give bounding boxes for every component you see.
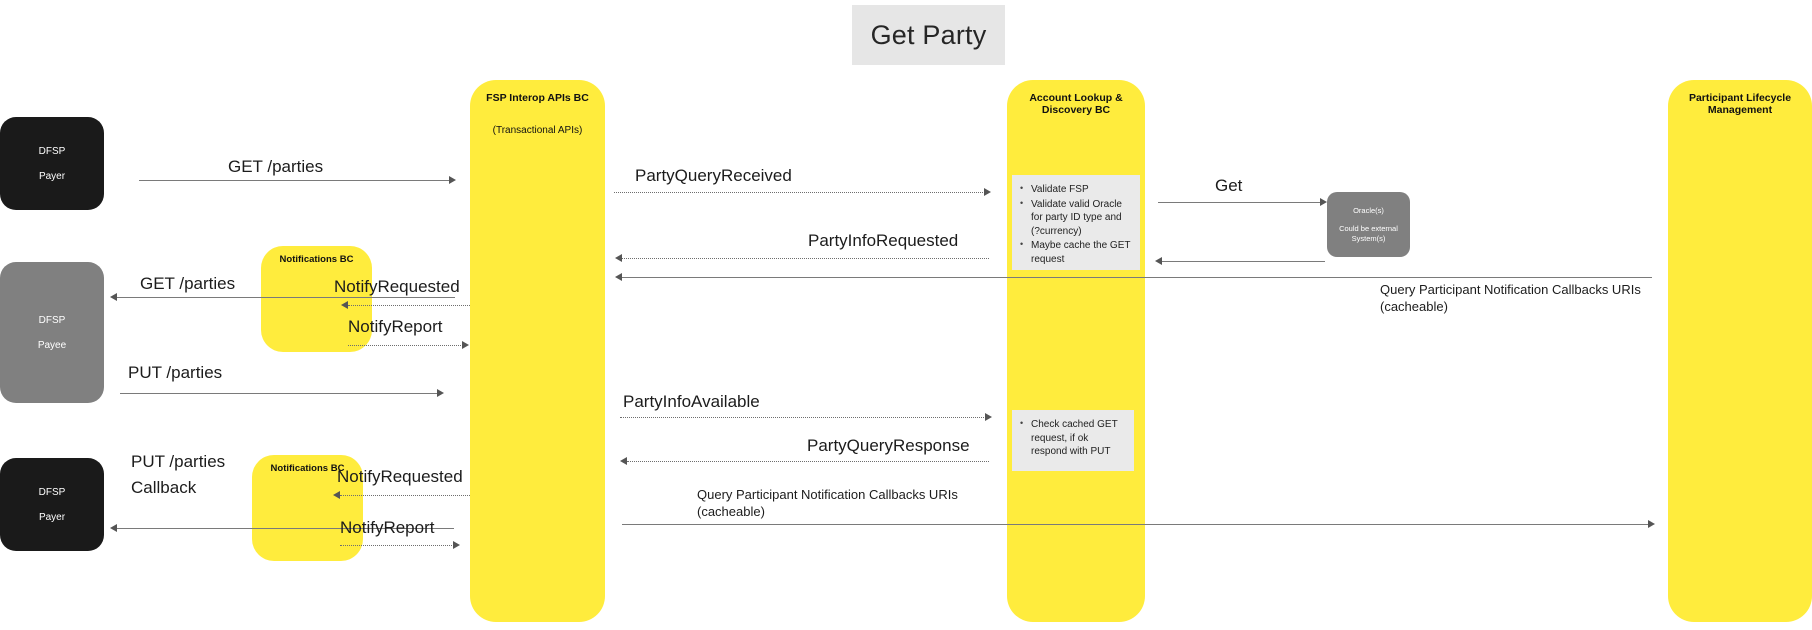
note-bullet: Validate valid Oracle for party ID type … <box>1020 197 1132 239</box>
arrowhead-right <box>449 176 456 184</box>
actor-oracles: Oracle(s) Could be external System(s) <box>1327 192 1410 257</box>
label-notify-requested-2: NotifyRequested <box>337 467 463 486</box>
diagram-title: Get Party <box>852 5 1005 65</box>
arrowhead-right <box>462 341 469 349</box>
label-put-parties-callback-line2: Callback <box>131 478 197 497</box>
lifeline-account-lookup-discovery-bc: Account Lookup & Discovery BC <box>1007 80 1145 622</box>
label-get-oracle: Get <box>1215 176 1243 195</box>
arrowhead-left <box>110 524 117 532</box>
arrow-notify-report-1 <box>348 345 465 346</box>
actor-line-1: DFSP <box>38 145 66 157</box>
label-notify-requested-1: NotifyRequested <box>334 277 460 296</box>
actor-line-2: Payer <box>38 170 66 182</box>
arrow-notify-report-2 <box>340 545 456 546</box>
label-notify-report-1: NotifyReport <box>348 317 443 336</box>
lifeline-title: Account Lookup & Discovery BC <box>1029 92 1123 116</box>
note-bullet: Check cached GET request, if ok respond … <box>1020 417 1126 459</box>
label-party-query-response: PartyQueryResponse <box>807 436 970 455</box>
label-get-parties-1: GET /parties <box>228 157 324 176</box>
arrowhead-right <box>1320 198 1327 206</box>
arrow-oracle-return <box>1160 261 1325 262</box>
lifeline-subtitle: (Transactional APIs) <box>492 125 583 136</box>
arrow-get-parties-2 <box>117 297 455 298</box>
arrow-put-parties <box>120 393 442 394</box>
note-check-cached-get: Check cached GET request, if ok respond … <box>1012 410 1134 471</box>
arrow-party-info-requested <box>622 258 989 259</box>
oracle-line-1: Oracle(s) <box>1353 205 1384 215</box>
label-party-info-available: PartyInfoAvailable <box>623 392 760 411</box>
page-title: Get Party <box>870 19 987 50</box>
arrow-query-callbacks-2 <box>622 524 1652 525</box>
label-get-parties-2: GET /parties <box>140 274 236 293</box>
arrowhead-left <box>110 293 117 301</box>
note-validate-fsp: Validate FSP Validate valid Oracle for p… <box>1012 175 1140 270</box>
arrow-party-query-received <box>614 192 989 193</box>
arrowhead-right <box>437 389 444 397</box>
arrowhead-left <box>341 301 348 309</box>
label-party-query-received: PartyQueryReceived <box>635 166 792 185</box>
arrow-get-parties-1 <box>139 180 451 181</box>
notifications-bc-block-2: Notifications BC <box>252 455 363 561</box>
label-notify-report-2: NotifyReport <box>340 518 435 537</box>
lifeline-title: Participant Lifecycle Management <box>1688 92 1792 116</box>
label-query-callbacks-2-line2: (cacheable) <box>697 504 765 519</box>
arrowhead-left <box>615 273 622 281</box>
arrowhead-right <box>985 413 992 421</box>
actor-dfsp-payer-top: DFSP Payer <box>0 117 104 210</box>
arrow-party-info-available <box>620 417 990 418</box>
actor-dfsp-payer-bottom: DFSP Payer <box>0 458 104 551</box>
arrowhead-right <box>453 541 460 549</box>
lifeline-title: FSP Interop APIs BC <box>486 92 589 104</box>
oracle-line-2: Could be external System(s) <box>1339 223 1398 243</box>
arrowhead-left <box>620 457 627 465</box>
label-query-callbacks-2-line1: Query Participant Notification Callbacks… <box>697 487 958 502</box>
notifications-bc-title: Notifications BC <box>279 254 354 265</box>
arrow-get-oracle <box>1158 202 1323 203</box>
actor-line-2: Payer <box>38 511 66 523</box>
label-put-parties: PUT /parties <box>128 363 223 382</box>
label-query-callbacks-1-line1: Query Participant Notification Callbacks… <box>1380 282 1641 297</box>
arrowhead-left <box>615 254 622 262</box>
arrowhead-right <box>1648 520 1655 528</box>
notifications-bc-title: Notifications BC <box>270 463 345 474</box>
lifeline-fsp-interop-apis-bc: FSP Interop APIs BC (Transactional APIs) <box>470 80 605 622</box>
note-bullet: Validate FSP <box>1020 182 1132 197</box>
arrow-party-query-response <box>627 461 989 462</box>
arrowhead-left <box>333 491 340 499</box>
note-bullet: Maybe cache the GET request <box>1020 238 1132 266</box>
actor-dfsp-payee: DFSP Payee <box>0 262 104 403</box>
lifeline-participant-lifecycle-management: Participant Lifecycle Management <box>1668 80 1812 622</box>
label-party-info-requested: PartyInfoRequested <box>808 231 959 250</box>
actor-line-2: Payee <box>37 339 67 351</box>
label-put-parties-callback-line1: PUT /parties <box>131 452 226 471</box>
actor-line-1: DFSP <box>38 314 66 326</box>
notifications-bc-block-1: Notifications BC <box>261 246 372 352</box>
arrow-query-callbacks-1 <box>622 277 1652 278</box>
arrow-put-parties-callback <box>117 528 454 529</box>
actor-line-1: DFSP <box>38 486 66 498</box>
arrow-notify-requested-1 <box>348 305 470 306</box>
arrow-notify-requested-2 <box>340 495 470 496</box>
arrowhead-right <box>984 188 991 196</box>
arrowhead-left <box>1155 257 1162 265</box>
label-query-callbacks-1-line2: (cacheable) <box>1380 299 1448 314</box>
